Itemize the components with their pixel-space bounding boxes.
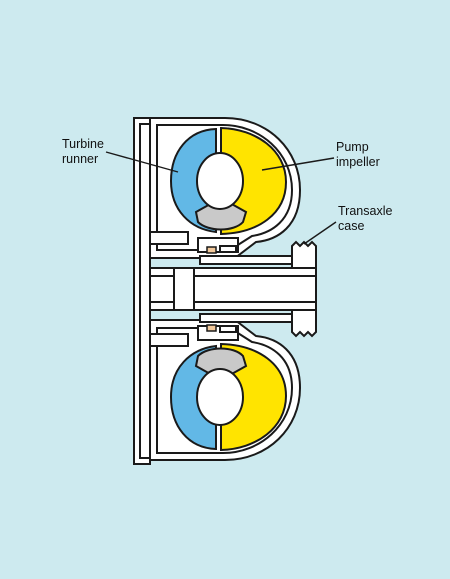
lower-half [149,307,317,461]
pump-label-line1: Pump [336,140,369,154]
pump-label-line2: impeller [336,155,380,169]
turbine-label-line1: Turbine [62,137,104,151]
turbine-leader [105,151,179,173]
transaxle-label-line1: Transaxle [338,204,392,218]
pump-leader [261,157,335,171]
transaxle-leader [303,221,337,245]
shaft-spline [173,267,195,311]
drive-plate-inner [139,123,151,459]
turbine-label-line2: runner [62,152,98,166]
upper-half [149,117,317,271]
transaxle-label-line2: case [338,219,364,233]
